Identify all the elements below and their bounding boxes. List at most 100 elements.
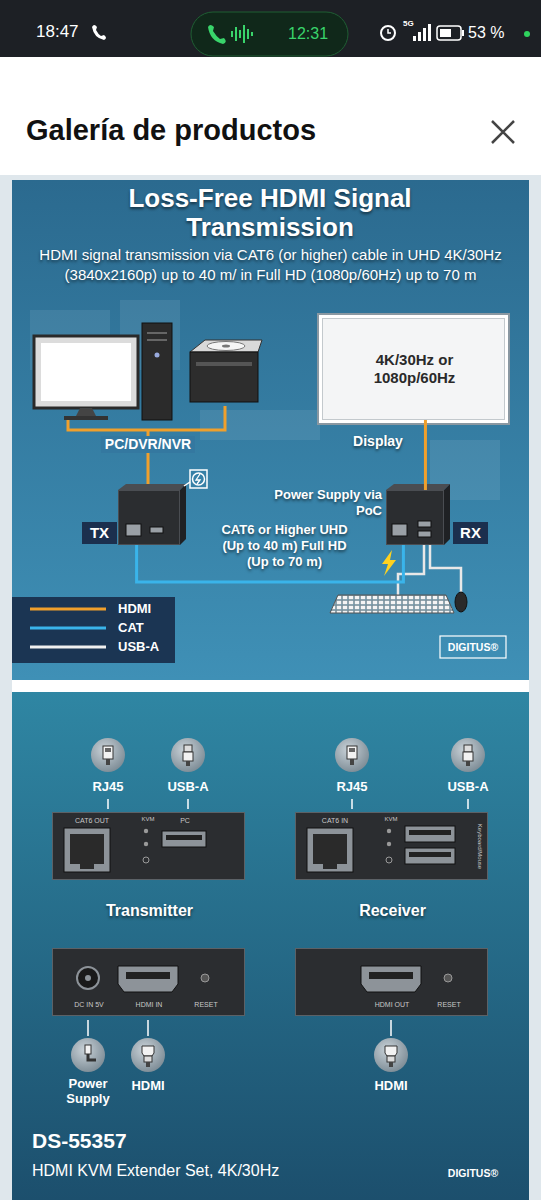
poc-icon [193,473,205,485]
receiver-back: HDMI OUT RESET [295,948,488,1016]
dvd-drive [190,352,258,402]
connector-icons [85,1045,96,1060]
back-panels [52,948,488,1016]
back-panels [52,948,245,1016]
connector-icons [142,1046,154,1067]
status-bar [243,25,245,43]
front-panels [52,812,245,880]
poc-icon [190,470,207,488]
status-bar [388,29,391,33]
battery-level: 53 % [468,23,522,42]
port-marking: RESET [429,1001,469,1009]
dvd-drive [222,345,230,348]
port-type: RJ45 [322,779,382,795]
connector-icons [71,1038,105,1072]
logo-frame [440,636,506,658]
dvd-drive [196,362,252,366]
status-bar [251,32,253,36]
back-panels [118,966,178,992]
clock-time: 18:47 [36,22,106,42]
usb-wires [430,545,461,592]
cable-connector [424,420,427,490]
front-panels [386,857,392,863]
port-type: USB-A [158,779,218,795]
front-panels [144,842,148,846]
product-name: HDMI KVM Extender Set, 4K/30Hz [32,1161,412,1180]
legend-box [30,627,106,630]
screen-text: 4K/30Hz or 1080p/60Hz [366,351,463,387]
legend-box [30,646,106,649]
pc-tower [142,323,172,420]
front-panels [405,848,455,864]
rx-unit [444,484,450,545]
back-panels [361,966,421,992]
front-panels [387,842,391,846]
legend-box [12,597,175,663]
port-type: HDMI [120,1078,176,1094]
port-type: HDMI [363,1078,419,1094]
gallery-header [0,57,541,175]
poc-bolt [382,550,396,576]
front-panels [144,829,148,833]
connector-icons [385,1046,397,1067]
usb-wires [398,545,461,595]
status-bar [0,0,541,57]
port-marking: KVM [133,816,163,823]
port-marking: Keyboard/Mouse [476,816,483,878]
status-bar [208,25,226,44]
front-panels [52,812,488,880]
front-panels [64,828,110,872]
keyboard [330,595,454,613]
poc-icon [184,482,190,486]
unit-name: Transmitter [53,901,246,920]
unit-tag: RX [453,522,488,544]
source-label: PC/DVR/NVR [101,436,195,453]
status-bar [428,24,431,41]
connector-icons [335,738,369,772]
gallery-title: Galería de productos [26,112,466,148]
top-panel [12,180,529,680]
hdmi-wire [68,406,225,430]
port-marking: CAT6 IN [304,817,366,825]
tx-unit [118,490,180,545]
brand-logo: DIGITUS® [440,1166,506,1180]
tx-unit [180,484,186,545]
bottom-panel [12,692,529,1200]
poc-icon [196,474,200,484]
port-marking: HDMI IN [119,1001,179,1009]
power-note: Power Supply via PoC [262,487,382,519]
status-bar [418,32,421,41]
port-type: Power Supply [56,1076,120,1106]
gallery-header [0,175,541,1200]
status-bar [413,24,431,41]
connector-icons [171,738,205,772]
dvd-drive [207,342,245,351]
top-panel [200,410,320,440]
connector-icons [131,1038,165,1072]
port-marking: RESET [186,1001,226,1009]
network-type: 5G [403,19,419,29]
back-panels [77,967,99,989]
receiver-unit: RX [386,490,444,545]
tx-unit [126,524,141,536]
top-panel [12,680,529,692]
front-panels [143,857,149,863]
dvd-drive [190,340,262,352]
poc-bolt [382,550,396,576]
port-marking: DC IN 5V [63,1001,115,1009]
tx-unit [150,527,163,533]
back-panels [126,972,170,979]
rx-unit [418,531,431,537]
leader-lines [467,799,469,809]
port-type: RJ45 [78,779,138,795]
call-timer: 12:31 [288,24,344,43]
receiver-front: CAT6 INKVMKeyboard/MouseReceiver [295,812,488,880]
device-name: Display [343,433,413,450]
leader-lines [187,799,189,809]
rx-unit [386,484,450,545]
port-marking: HDMI OUT [362,1001,422,1009]
poc-icon [184,470,207,488]
transmitter-back: DC IN 5V HDMI IN RESET [52,948,245,1016]
connector-icons [183,745,193,766]
